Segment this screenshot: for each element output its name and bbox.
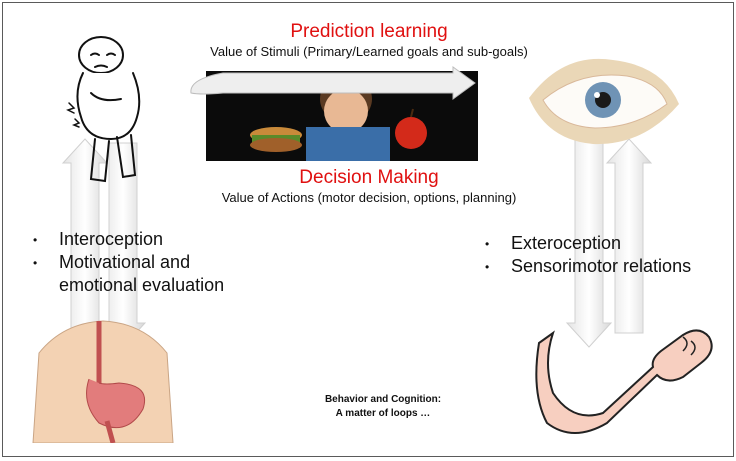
circular-loop-arrow xyxy=(183,65,503,125)
caption: Behavior and Cognition: A matter of loop… xyxy=(263,393,503,421)
decision-making-subtitle: Value of Actions (motor decision, option… xyxy=(3,190,734,205)
arm-fist-image xyxy=(533,303,723,443)
bullet-sensorimotor: •Sensorimotor relations xyxy=(483,256,691,277)
right-bullet-list: •Exteroception •Sensorimotor relations xyxy=(483,233,691,279)
eye-image xyxy=(523,48,683,152)
bullet-motivational: •Motivational and xyxy=(31,252,224,273)
bullet-dot: • xyxy=(485,234,489,255)
left-bullet-list: •Interoception •Motivational and emotion… xyxy=(31,229,224,298)
prediction-learning-subtitle: Value of Stimuli (Primary/Learned goals … xyxy=(3,44,734,59)
bullet-exteroception: •Exteroception xyxy=(483,233,691,254)
bullet-dot: • xyxy=(33,230,37,251)
bullet-dot: • xyxy=(485,257,489,278)
caption-line-1: Behavior and Cognition: xyxy=(263,393,503,407)
bullet-interoception: •Interoception xyxy=(31,229,224,250)
decision-making-title: Decision Making xyxy=(3,167,734,189)
bullet-motivational-cont: emotional evaluation xyxy=(31,275,224,296)
stomach-torso-image xyxy=(23,313,183,443)
prediction-learning-title: Prediction learning xyxy=(3,21,734,43)
caption-line-2: A matter of loops … xyxy=(263,407,503,421)
bullet-dot: • xyxy=(33,253,37,274)
